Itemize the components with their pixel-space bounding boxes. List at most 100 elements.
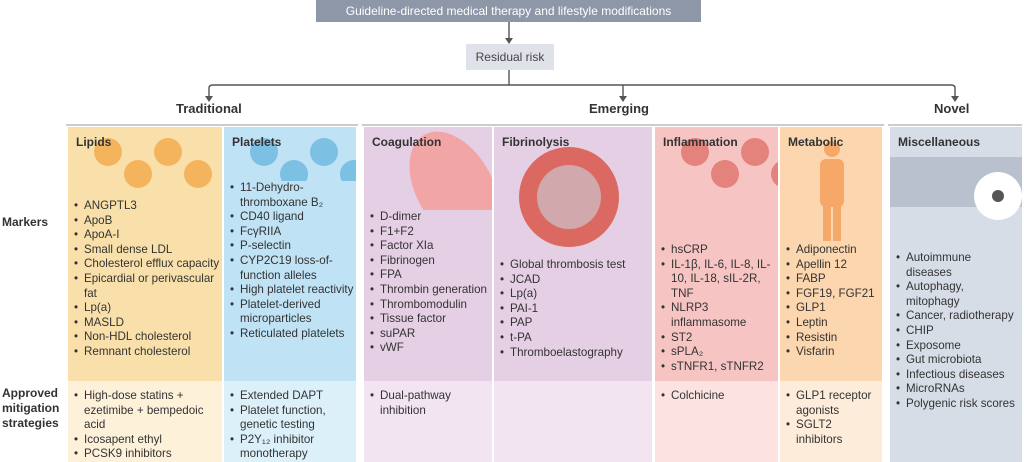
list-item: Leptin xyxy=(786,316,880,331)
coagulation-strategies-list: Dual-pathway inhibition xyxy=(370,389,490,418)
list-item: MicroRNAs xyxy=(896,382,1020,397)
list-item: Small dense LDL xyxy=(74,243,220,258)
list-item: suPAR xyxy=(370,327,490,342)
list-item: Thrombin generation xyxy=(370,283,490,298)
inflammation-title: Inflammation xyxy=(663,135,738,149)
list-item: ApoA-I xyxy=(74,228,220,243)
heading-traditional: Traditional xyxy=(176,101,242,116)
list-item: Gut microbiota xyxy=(896,353,1020,368)
list-item: High-dose statins + ezetimibe + bempedoi… xyxy=(74,389,220,433)
list-item: Apellin 12 xyxy=(786,258,880,273)
list-item: Exposome xyxy=(896,339,1020,354)
list-item: CHIP xyxy=(896,324,1020,339)
list-item: High platelet reactivity xyxy=(230,283,354,298)
list-item: Lp(a) xyxy=(74,301,220,316)
list-item: FcγRIIA xyxy=(230,225,354,240)
list-item: MASLD xyxy=(74,316,220,331)
list-item: Polygenic risk scores xyxy=(896,397,1020,412)
column-fibrinolysis: FibrinolysisGlobal thrombosis testJCADLp… xyxy=(494,127,652,462)
metabolic-illustration-icon xyxy=(820,141,844,241)
list-item: P-selectin xyxy=(230,239,354,254)
list-item: SGLT2 inhibitors xyxy=(786,418,880,447)
lipids-illustration-icon xyxy=(94,138,212,188)
lipids-title: Lipids xyxy=(76,135,112,149)
list-item: PAP xyxy=(500,316,650,331)
list-item: Resistin xyxy=(786,331,880,346)
miscellaneous-markers-list: Autoimmune diseasesAutophagy, mitophagyC… xyxy=(896,251,1020,412)
list-item: sPLA₂ xyxy=(661,345,776,360)
miscellaneous-title: Miscellaneous xyxy=(898,135,981,149)
list-item: JCAD xyxy=(500,273,650,288)
column-inflammation: Inflammation hsCRPIL-1β, IL-6, IL-8, IL-1… xyxy=(655,127,778,462)
list-item: CD40 ligand xyxy=(230,210,354,225)
column-platelets: Platelets 11-Dehydro-thromboxane B₂CD40 l… xyxy=(224,127,356,462)
list-item: Dual-pathway inhibition xyxy=(370,389,490,418)
list-item: Epicardial or perivascular fat xyxy=(74,272,220,301)
connector-lines xyxy=(66,22,1022,126)
list-item: 11-Dehydro-thromboxane B₂ xyxy=(230,181,354,210)
coagulation-title: Coagulation xyxy=(372,135,442,149)
list-item: FPA xyxy=(370,268,490,283)
list-item: hsCRP xyxy=(661,243,776,258)
list-item: Platelet function, genetic testing xyxy=(230,404,354,433)
list-item: Global thrombosis test xyxy=(500,258,650,273)
list-item: ApoB xyxy=(74,214,220,229)
list-item: IL-1β, IL-6, IL-8, IL-10, IL-18, sIL-2R,… xyxy=(661,258,776,302)
metabolic-markers-list: AdiponectinApellin 12FABPFGF19, FGF21GLP… xyxy=(786,243,880,360)
residual-risk-box: Residual risk xyxy=(466,44,554,70)
coagulation-markers-list: D-dimerF1+F2Factor XIaFibrinogenFPAThrom… xyxy=(370,210,490,356)
fibrinolysis-title: Fibrinolysis xyxy=(502,135,570,149)
coagulation-illustration-icon xyxy=(409,131,492,210)
list-item: sTNFR1, sTNFR2 xyxy=(661,360,776,375)
list-item: Colchicine xyxy=(661,389,776,404)
list-item: Platelet-derived microparticles xyxy=(230,298,354,327)
lipids-markers-list: ANGPTL3ApoBApoA-ISmall dense LDLCholeste… xyxy=(74,199,220,360)
gdmt-box: Guideline-directed medical therapy and l… xyxy=(316,0,701,22)
row-label-markers: Markers xyxy=(2,215,49,229)
list-item: Reticulated platelets xyxy=(230,327,354,342)
list-item: F1+F2 xyxy=(370,225,490,240)
platelets-title: Platelets xyxy=(232,135,282,149)
fibrinolysis-markers-list: Global thrombosis testJCADLp(a)PAI-1PAPt… xyxy=(500,258,650,360)
list-item: t-PA xyxy=(500,331,650,346)
lipids-strategies-list: High-dose statins + ezetimibe + bempedoi… xyxy=(74,389,220,462)
list-item: Adiponectin xyxy=(786,243,880,258)
list-item: Infectious diseases xyxy=(896,368,1020,383)
list-item: PCSK9 inhibitors xyxy=(74,447,220,462)
list-item: Lp(a) xyxy=(500,287,650,302)
metabolic-title: Metabolic xyxy=(788,135,844,149)
list-item: ST2 xyxy=(661,331,776,346)
fibrinolysis-illustration-icon xyxy=(519,147,619,247)
list-item: CYP2C19 loss-of-function alleles xyxy=(230,254,354,283)
list-item: GLP1 xyxy=(786,301,880,316)
list-item: Fibrinogen xyxy=(370,254,490,269)
row-label-strategies: Approved mitigation strategies xyxy=(2,386,60,430)
list-item: NLRP3 inflammasome xyxy=(661,301,776,330)
list-item: Thromboelastography xyxy=(500,346,650,361)
miscellaneous-illustration-icon xyxy=(890,157,1022,220)
column-miscellaneous: MiscellaneousAutoimmune diseasesAutophag… xyxy=(890,127,1022,462)
list-item: D-dimer xyxy=(370,210,490,225)
list-item: Extended DAPT xyxy=(230,389,354,404)
list-item: GLP1 receptor agonists xyxy=(786,389,880,418)
list-item: Tissue factor xyxy=(370,312,490,327)
column-coagulation: CoagulationD-dimerF1+F2Factor XIaFibrino… xyxy=(364,127,492,462)
column-metabolic: MetabolicAdiponectinApellin 12FABPFGF19,… xyxy=(780,127,882,462)
list-item: Remnant cholesterol xyxy=(74,345,220,360)
metabolic-strategies-list: GLP1 receptor agonistsSGLT2 inhibitors xyxy=(786,389,880,447)
inflammation-strategies-list: Colchicine xyxy=(661,389,776,404)
list-item: Cholesterol efflux capacity xyxy=(74,257,220,272)
list-item: Visfarin xyxy=(786,345,880,360)
heading-emerging: Emerging xyxy=(589,101,649,116)
list-item: Autophagy, mitophagy xyxy=(896,280,1020,309)
list-item: PAI-1 xyxy=(500,302,650,317)
list-item: Factor XIa xyxy=(370,239,490,254)
list-item: Autoimmune diseases xyxy=(896,251,1020,280)
list-item: FGF19, FGF21 xyxy=(786,287,880,302)
heading-novel: Novel xyxy=(934,101,970,116)
list-item: Cancer, radiotherapy xyxy=(896,309,1020,324)
list-item: Icosapent ethyl xyxy=(74,433,220,448)
platelets-strategies-list: Extended DAPTPlatelet function, genetic … xyxy=(230,389,354,462)
list-item: Non-HDL cholesterol xyxy=(74,330,220,345)
inflammation-illustration-icon xyxy=(681,138,778,188)
